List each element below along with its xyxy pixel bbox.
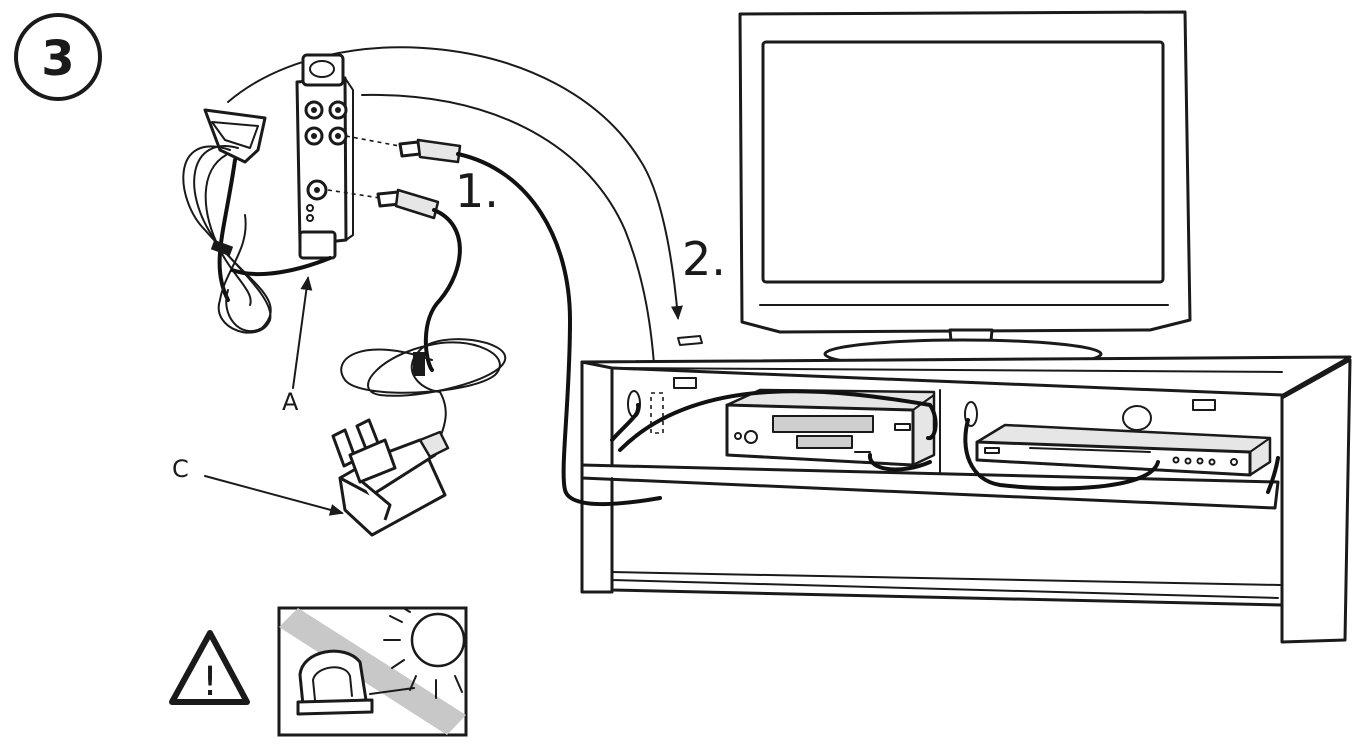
step-label-1: 1. [455, 164, 499, 218]
arrow-ir-eye-to-cabinet [361, 93, 661, 380]
power-adapter [331, 418, 450, 537]
jack-plug-2 [376, 188, 440, 220]
dvd-player [975, 423, 1272, 477]
step-badge: 3 [14, 13, 102, 101]
receiver-box [295, 53, 354, 260]
step-label-2: 2. [682, 232, 726, 286]
no-sunlight-panel [277, 606, 468, 737]
warning-glyph: ! [202, 659, 218, 705]
step-number: 3 [41, 31, 74, 87]
vcr [725, 388, 936, 467]
sun-icon [383, 608, 466, 699]
ir-eye-icon [296, 649, 415, 716]
part-label-a: A [282, 388, 299, 416]
jack-plug-1 [398, 138, 462, 164]
tv-cabinet [580, 335, 1352, 644]
ir-eye [203, 108, 267, 164]
warning-triangle-icon: ! [169, 630, 250, 705]
tv [738, 10, 1192, 370]
part-label-c: C [172, 455, 189, 483]
